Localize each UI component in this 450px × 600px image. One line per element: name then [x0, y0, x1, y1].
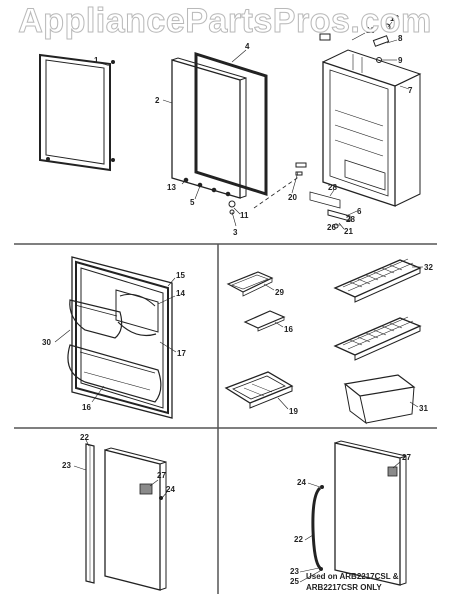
assembly-guide-line: [253, 175, 301, 209]
bottom-hinge-hardware: [228, 162, 351, 229]
top-leader-lines: [99, 21, 410, 230]
model-note-line-1: Used on ARB2217CSL &: [306, 572, 399, 581]
door-handle: [311, 485, 324, 571]
callout-4: 4: [245, 42, 250, 51]
callout-7: 7: [408, 86, 413, 95]
small-shelf-tray: [243, 310, 286, 332]
trim-strip-left: [85, 443, 95, 584]
callout-16-door: 16: [82, 403, 91, 412]
callout-13: 13: [167, 183, 176, 192]
callout-8: 8: [398, 34, 403, 43]
callout-22-right: 22: [294, 535, 303, 544]
callout-15: 15: [176, 271, 185, 280]
crisper-tray: [224, 371, 294, 409]
callout-10: 10: [366, 26, 375, 35]
bottom-right-leader-lines: [299, 461, 401, 583]
callout-17: 17: [177, 349, 186, 358]
callout-24-left: 24: [166, 485, 175, 494]
callout-9: 9: [398, 56, 403, 65]
door-leader-lines: [54, 277, 177, 403]
callout-29: 29: [275, 288, 284, 297]
accessory-leader-lines: [263, 266, 423, 410]
door-gasket: [194, 51, 268, 197]
door-screws: [46, 60, 231, 197]
callout-1: 1: [94, 56, 99, 65]
callout-labels: 1 2 4 12 10 8 9 7 13 5 3 11 20 28 6 26 2…: [42, 14, 433, 586]
callout-19: 19: [289, 407, 298, 416]
door-interior-assembly: [67, 256, 173, 419]
callout-16-tray: 16: [284, 325, 293, 334]
callout-31: 31: [419, 404, 428, 413]
callout-2: 2: [155, 96, 160, 105]
callout-23-right: 23: [290, 567, 299, 576]
cabinet: [309, 49, 422, 209]
callout-27-left: 27: [157, 471, 166, 480]
callout-14: 14: [176, 289, 185, 298]
callout-3: 3: [233, 228, 238, 237]
callout-27-right: 27: [402, 453, 411, 462]
callout-20: 20: [288, 193, 297, 202]
callout-22-left: 22: [80, 433, 89, 442]
callout-25-right: 25: [290, 577, 299, 586]
model-note-line-2: ARB2217CSR ONLY: [306, 583, 382, 592]
callout-30: 30: [42, 338, 51, 347]
storage-bin: [343, 374, 416, 425]
callout-24-right: 24: [297, 478, 306, 487]
callout-23-left: 23: [62, 461, 71, 470]
ice-tray-top: [333, 258, 422, 303]
callout-21: 21: [344, 227, 353, 236]
callout-26: 26: [327, 223, 336, 232]
door-panel-right: [334, 440, 407, 586]
callout-28-upper: 28: [328, 183, 337, 192]
egg-tray: [226, 271, 274, 297]
ice-tray-bottom: [333, 316, 422, 361]
model-note: Used on ARB2217CSL & ARB2217CSR ONLY: [306, 572, 399, 592]
top-hinge-hardware: [319, 23, 391, 63]
callout-6: 6: [357, 207, 362, 216]
callout-5: 5: [190, 198, 195, 207]
callout-28-lower: 28: [346, 215, 355, 224]
door-gasket-frame: [39, 53, 111, 172]
callout-12: 12: [390, 14, 399, 23]
door-assembly: [171, 57, 247, 199]
callout-11: 11: [240, 211, 249, 220]
bottom-left-leader-lines: [73, 439, 168, 499]
callout-32: 32: [424, 263, 433, 272]
door-panel-left: [104, 447, 167, 591]
